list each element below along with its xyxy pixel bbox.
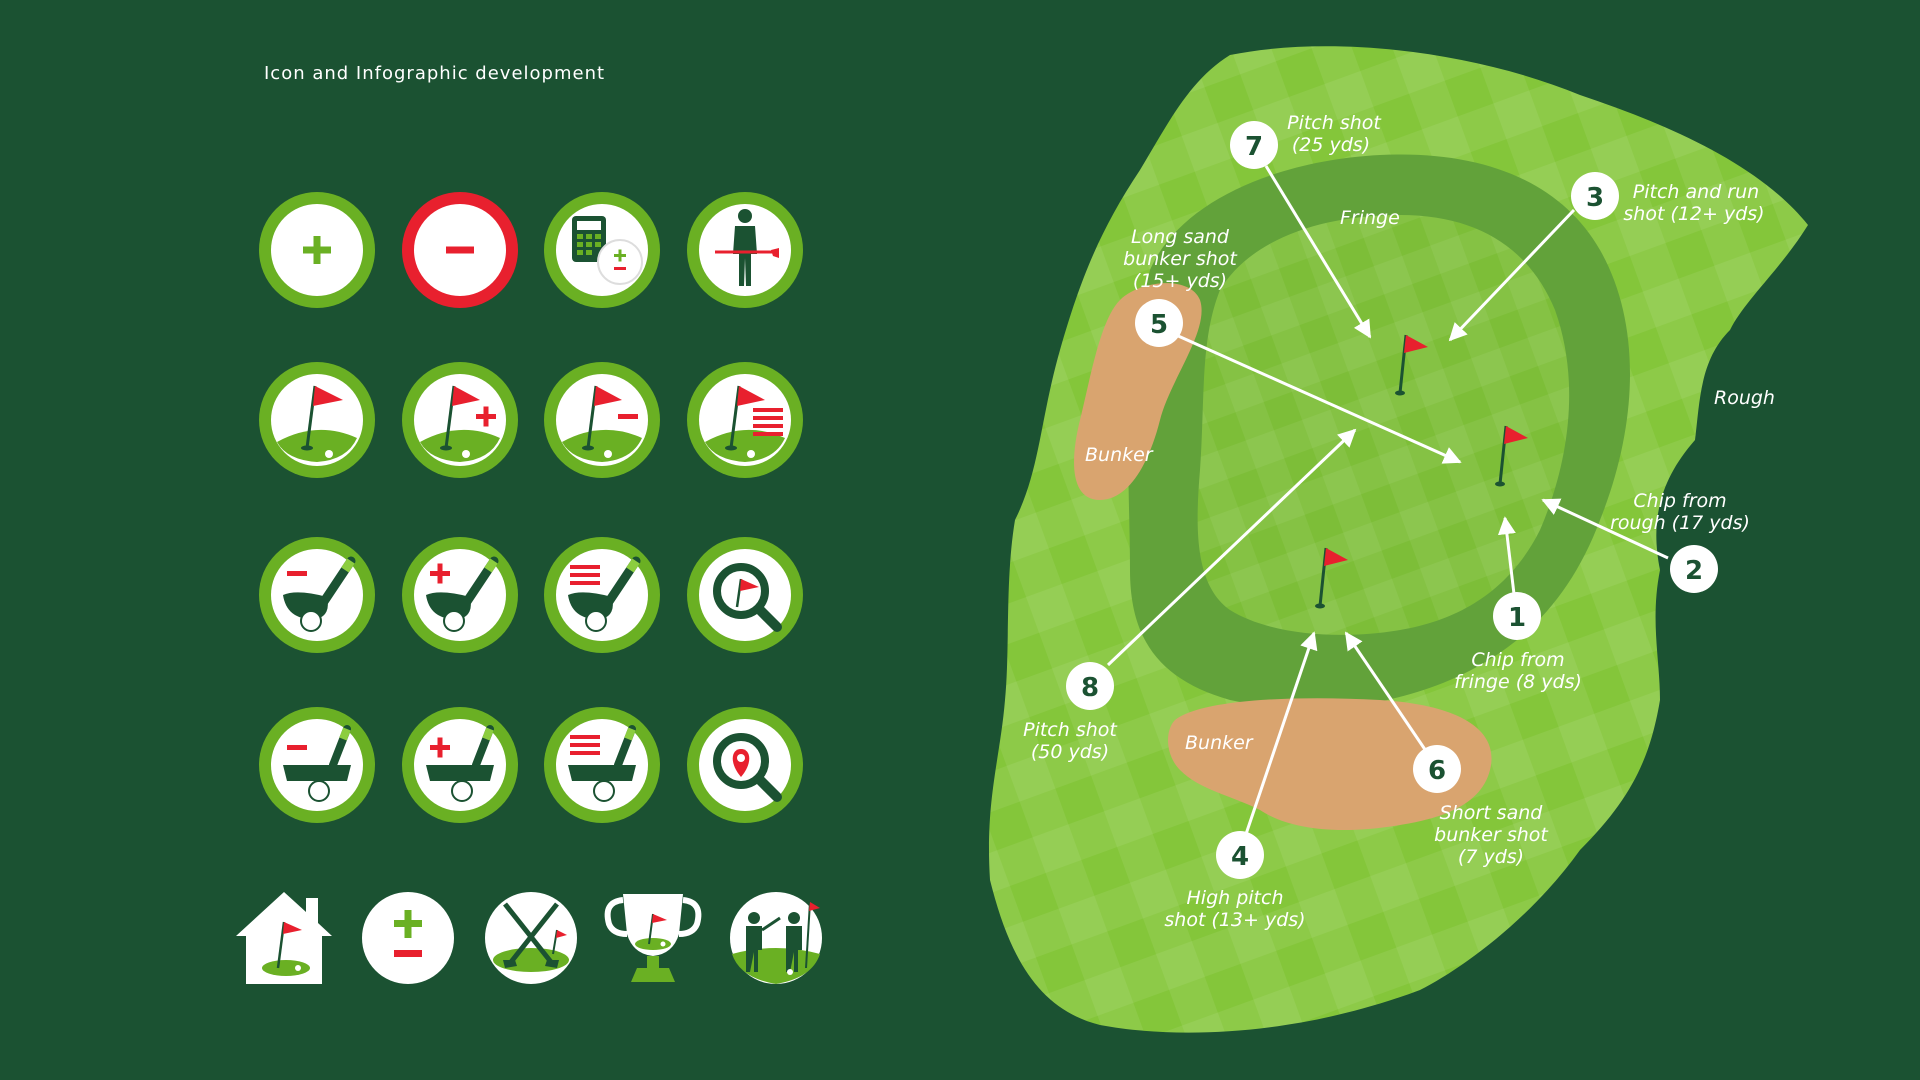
shot-marker-4[interactable]: 4 High pitch shot (13+ yds) (1164, 831, 1306, 931)
icon-grid (236, 192, 822, 984)
fringe-label: Fringe (1340, 207, 1400, 229)
green-flag-list-icon[interactable] (687, 362, 803, 478)
shot-label-line: fringe (8 yds) (1454, 671, 1582, 693)
shot-arrow-5 (1175, 333, 1462, 464)
shot-arrow-7 (1264, 165, 1372, 339)
shot-marker-7[interactable]: 7 Pitch shot (25 yds) (1230, 112, 1382, 169)
bunker-left-label: Bunker (1085, 444, 1154, 466)
shot-marker-1[interactable]: 1 Chip from fringe (8 yds) (1454, 592, 1582, 693)
minus-icon[interactable] (402, 192, 518, 308)
shot-number: 3 (1586, 183, 1604, 213)
shot-number: 7 (1245, 132, 1263, 162)
shot-arrow-1 (1497, 516, 1516, 595)
shot-label-line: (25 yds) (1292, 134, 1370, 156)
shot-arrow-6 (1344, 631, 1428, 752)
shot-label-line: Pitch shot (1023, 719, 1118, 741)
putting-green (1197, 215, 1570, 635)
bunker-bottom-label: Bunker (1185, 732, 1254, 754)
green-flag-icon[interactable] (259, 362, 375, 478)
green-flag-plus-icon[interactable] (402, 362, 518, 478)
shot-label-line: Pitch and run (1633, 181, 1759, 203)
crossed-clubs-icon[interactable] (485, 892, 577, 984)
shot-label-line: Chip from (1471, 649, 1564, 671)
putter-plus-icon[interactable] (402, 707, 518, 823)
putter-minus-icon[interactable] (259, 707, 375, 823)
shot-label-line: Long sand (1131, 226, 1230, 248)
shot-number: 4 (1231, 842, 1249, 872)
shot-arrows (1106, 165, 1669, 841)
shot-arrow-3 (1448, 208, 1576, 342)
shot-label-line: bunker shot (1434, 824, 1549, 846)
shot-label-line: shot (12+ yds) (1623, 203, 1764, 225)
shot-label-line: Short sand (1440, 802, 1544, 824)
shot-label-line: (15+ yds) (1133, 270, 1227, 292)
shot-marker-5[interactable]: 5 Long sand bunker shot (15+ yds) (1123, 226, 1238, 347)
bunker-bottom (1168, 698, 1492, 830)
shot-number: 1 (1508, 603, 1526, 633)
shot-label-line: rough (17 yds) (1610, 512, 1750, 534)
page-title: Icon and Infographic development (264, 63, 606, 84)
shot-label-line: High pitch (1187, 887, 1284, 909)
shot-label-line: (50 yds) (1031, 741, 1109, 763)
shot-marker-3[interactable]: 3 Pitch and run shot (12+ yds) (1571, 172, 1765, 225)
course-map: Fringe Rough Bunker Bunker 1 Chip from f… (988, 46, 1808, 1033)
shot-marker-6[interactable]: 6 Short sand bunker shot (7 yds) (1413, 745, 1549, 868)
iron-minus-icon[interactable] (259, 537, 375, 653)
shot-label-line: shot (13+ yds) (1164, 909, 1305, 931)
shot-marker-8[interactable]: 8 Pitch shot (50 yds) (1023, 662, 1118, 763)
shot-label-line: bunker shot (1123, 248, 1238, 270)
shot-arrow-4 (1242, 631, 1318, 841)
plus-minus-icon[interactable] (362, 892, 454, 984)
search-location-icon[interactable] (687, 707, 803, 823)
two-golfers-icon[interactable] (730, 892, 822, 984)
shot-number: 2 (1685, 556, 1703, 586)
iron-plus-icon[interactable] (402, 537, 518, 653)
trophy-icon[interactable] (604, 894, 702, 982)
shot-label-line: Pitch shot (1287, 112, 1382, 134)
shot-number: 8 (1081, 673, 1099, 703)
calculator-plus-minus-icon[interactable] (544, 192, 660, 308)
plus-icon[interactable] (259, 192, 375, 308)
shot-label-line: (7 yds) (1458, 846, 1524, 868)
green-flag-minus-icon[interactable] (544, 362, 660, 478)
shot-arrow-8 (1106, 428, 1357, 667)
shot-label-line: Chip from (1633, 490, 1726, 512)
shot-number: 5 (1150, 310, 1168, 340)
golfer-holding-club-icon[interactable] (687, 192, 803, 308)
search-flag-icon[interactable] (687, 537, 803, 653)
shot-arrow-2 (1541, 498, 1669, 560)
shot-marker-2[interactable]: 2 Chip from rough (17 yds) (1610, 490, 1750, 593)
rough-label: Rough (1714, 387, 1775, 409)
putter-list-icon[interactable] (544, 707, 660, 823)
shot-number: 6 (1428, 756, 1446, 786)
home-green-icon[interactable] (236, 892, 332, 984)
iron-list-icon[interactable] (544, 537, 660, 653)
